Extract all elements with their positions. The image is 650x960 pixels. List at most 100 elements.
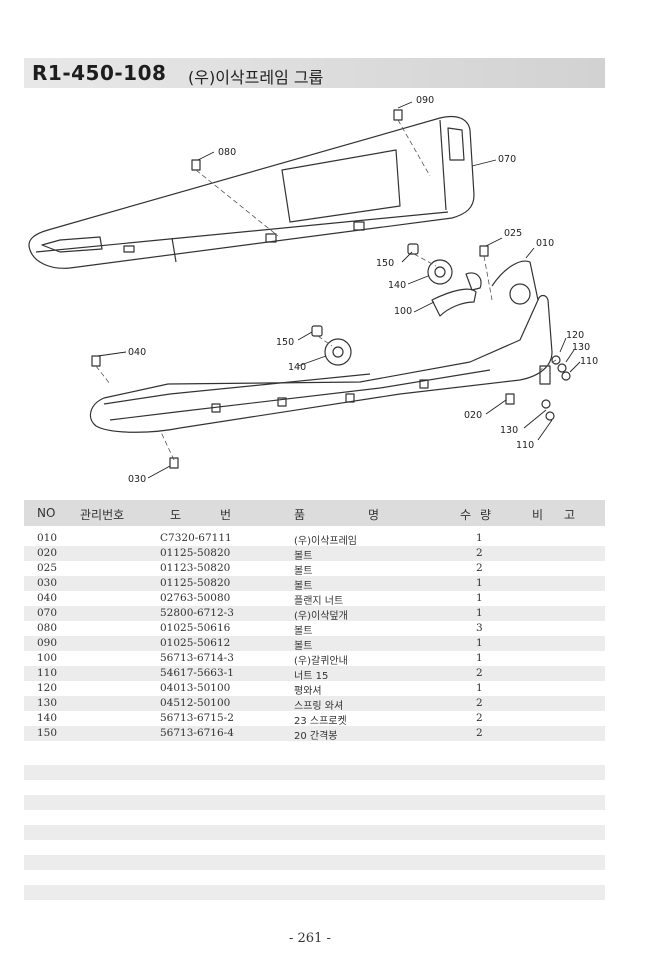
- part-no: 110: [37, 667, 58, 679]
- table-row: 130 04512-50100 스프링 와셔 2: [24, 696, 605, 712]
- quantity: 1: [476, 577, 483, 589]
- table-header: NO 관리번호 도 번 품 명 수 량 비 고: [24, 500, 605, 526]
- empty-row: [24, 855, 605, 870]
- drawing-number: 56713-6716-4: [160, 727, 234, 739]
- callout-label: 130: [500, 425, 518, 436]
- title-bar: R1-450-108 (우)이삭프레임 그룹: [24, 58, 605, 88]
- part-no: 040: [37, 592, 58, 604]
- table-row: 080 01025-50616 볼트 3: [24, 621, 605, 637]
- empty-row: [24, 795, 605, 810]
- part-no: 100: [37, 652, 58, 664]
- callout-label: 100: [394, 306, 412, 317]
- callout-label: 110: [516, 440, 534, 451]
- part-name: (우)이삭프레임: [294, 536, 358, 547]
- callout-label: 120: [566, 330, 584, 341]
- part-name: 볼트: [294, 566, 313, 577]
- callout-label: 150: [376, 258, 394, 269]
- sprocket-lower: [324, 338, 352, 366]
- quantity: 1: [476, 637, 483, 649]
- drawing-number: 04013-50100: [160, 682, 231, 694]
- part-no: 140: [37, 712, 58, 724]
- group-code: R1-450-108: [32, 61, 167, 85]
- part-name: 23 스프로켓: [294, 716, 347, 727]
- quantity: 2: [476, 712, 483, 724]
- table-row: 100 56713-6714-3 (우)갈퀴안내 1: [24, 651, 605, 667]
- table-row: 030 01125-50820 볼트 1: [24, 576, 605, 592]
- quantity: 1: [476, 532, 483, 544]
- col-dwg-1: 도: [170, 508, 182, 522]
- part-name: 볼트: [294, 551, 313, 562]
- col-name-1: 품: [294, 508, 306, 522]
- drawing-number: 02763-50080: [160, 592, 231, 604]
- callout-label: 070: [498, 154, 516, 165]
- table-row: 010 C7320-67111 (우)이삭프레임 1: [24, 531, 605, 547]
- cover-plate: [28, 115, 475, 269]
- callout-label: 040: [128, 347, 146, 358]
- part-no: 030: [37, 577, 58, 589]
- page-number: - 261 -: [289, 931, 331, 946]
- table-row: 025 01123-50820 볼트 2: [24, 561, 605, 577]
- quantity: 2: [476, 547, 483, 559]
- callout-label: 110: [580, 356, 598, 367]
- callout-label: 140: [388, 280, 406, 291]
- exploded-parts-diagram: 0900800700250101501401000401501401201301…: [28, 95, 598, 485]
- quantity: 2: [476, 562, 483, 574]
- part-no: 080: [37, 622, 58, 634]
- part-name: 플랜지 너트: [294, 596, 344, 607]
- drawing-number: C7320-67111: [160, 532, 232, 544]
- col-mgmt: 관리번호: [80, 508, 125, 522]
- part-name: (우)갈퀴안내: [294, 656, 348, 667]
- part-name: 너트 15: [294, 671, 329, 682]
- drawing-number: 04512-50100: [160, 697, 231, 709]
- part-name: 평와셔: [294, 686, 322, 697]
- part-name: 볼트: [294, 581, 313, 592]
- drawing-number: 01123-50820: [160, 562, 231, 574]
- drawing-number: 01025-50612: [160, 637, 231, 649]
- callout-label: 020: [464, 410, 482, 421]
- quantity: 2: [476, 667, 483, 679]
- drawing-number: 54617-5663-1: [160, 667, 234, 679]
- part-name: 볼트: [294, 626, 313, 637]
- callout-label: 150: [276, 337, 294, 348]
- frame-rail: [89, 294, 553, 433]
- col-note-2: 고: [564, 508, 576, 522]
- col-dwg-2: 번: [220, 508, 232, 522]
- callout-label: 090: [416, 95, 434, 106]
- drawing-number: 01125-50820: [160, 547, 231, 559]
- drawing-number: 56713-6714-3: [160, 652, 234, 664]
- part-name: 20 간격봉: [294, 731, 338, 742]
- col-qty-1: 수: [460, 508, 472, 522]
- part-no: 010: [37, 532, 58, 544]
- part-no: 130: [37, 697, 58, 709]
- drawing-number: 01025-50616: [160, 622, 231, 634]
- drawing-number: 01125-50820: [160, 577, 231, 589]
- drawing-number: 56713-6715-2: [160, 712, 234, 724]
- quantity: 3: [476, 622, 483, 634]
- quantity: 2: [476, 697, 483, 709]
- callout-label: 130: [572, 342, 590, 353]
- part-no: 025: [37, 562, 58, 574]
- table-row: 140 56713-6715-2 23 스프로켓 2: [24, 711, 605, 727]
- quantity: 1: [476, 682, 483, 694]
- part-no: 150: [37, 727, 58, 739]
- table-row: 110 54617-5663-1 너트 15 2: [24, 666, 605, 682]
- callout-label: 080: [218, 147, 236, 158]
- callout-label: 025: [504, 228, 522, 239]
- part-name: 스프링 와셔: [294, 701, 344, 712]
- callout-label: 010: [536, 238, 554, 249]
- sprocket-upper: [427, 259, 453, 285]
- col-name-2: 명: [368, 508, 380, 522]
- drawing-number: 52800-6712-3: [160, 607, 234, 619]
- empty-row: [24, 765, 605, 780]
- empty-row: [24, 825, 605, 840]
- quantity: 1: [476, 652, 483, 664]
- part-no: 090: [37, 637, 58, 649]
- col-no: NO: [37, 506, 56, 520]
- quantity: 1: [476, 607, 483, 619]
